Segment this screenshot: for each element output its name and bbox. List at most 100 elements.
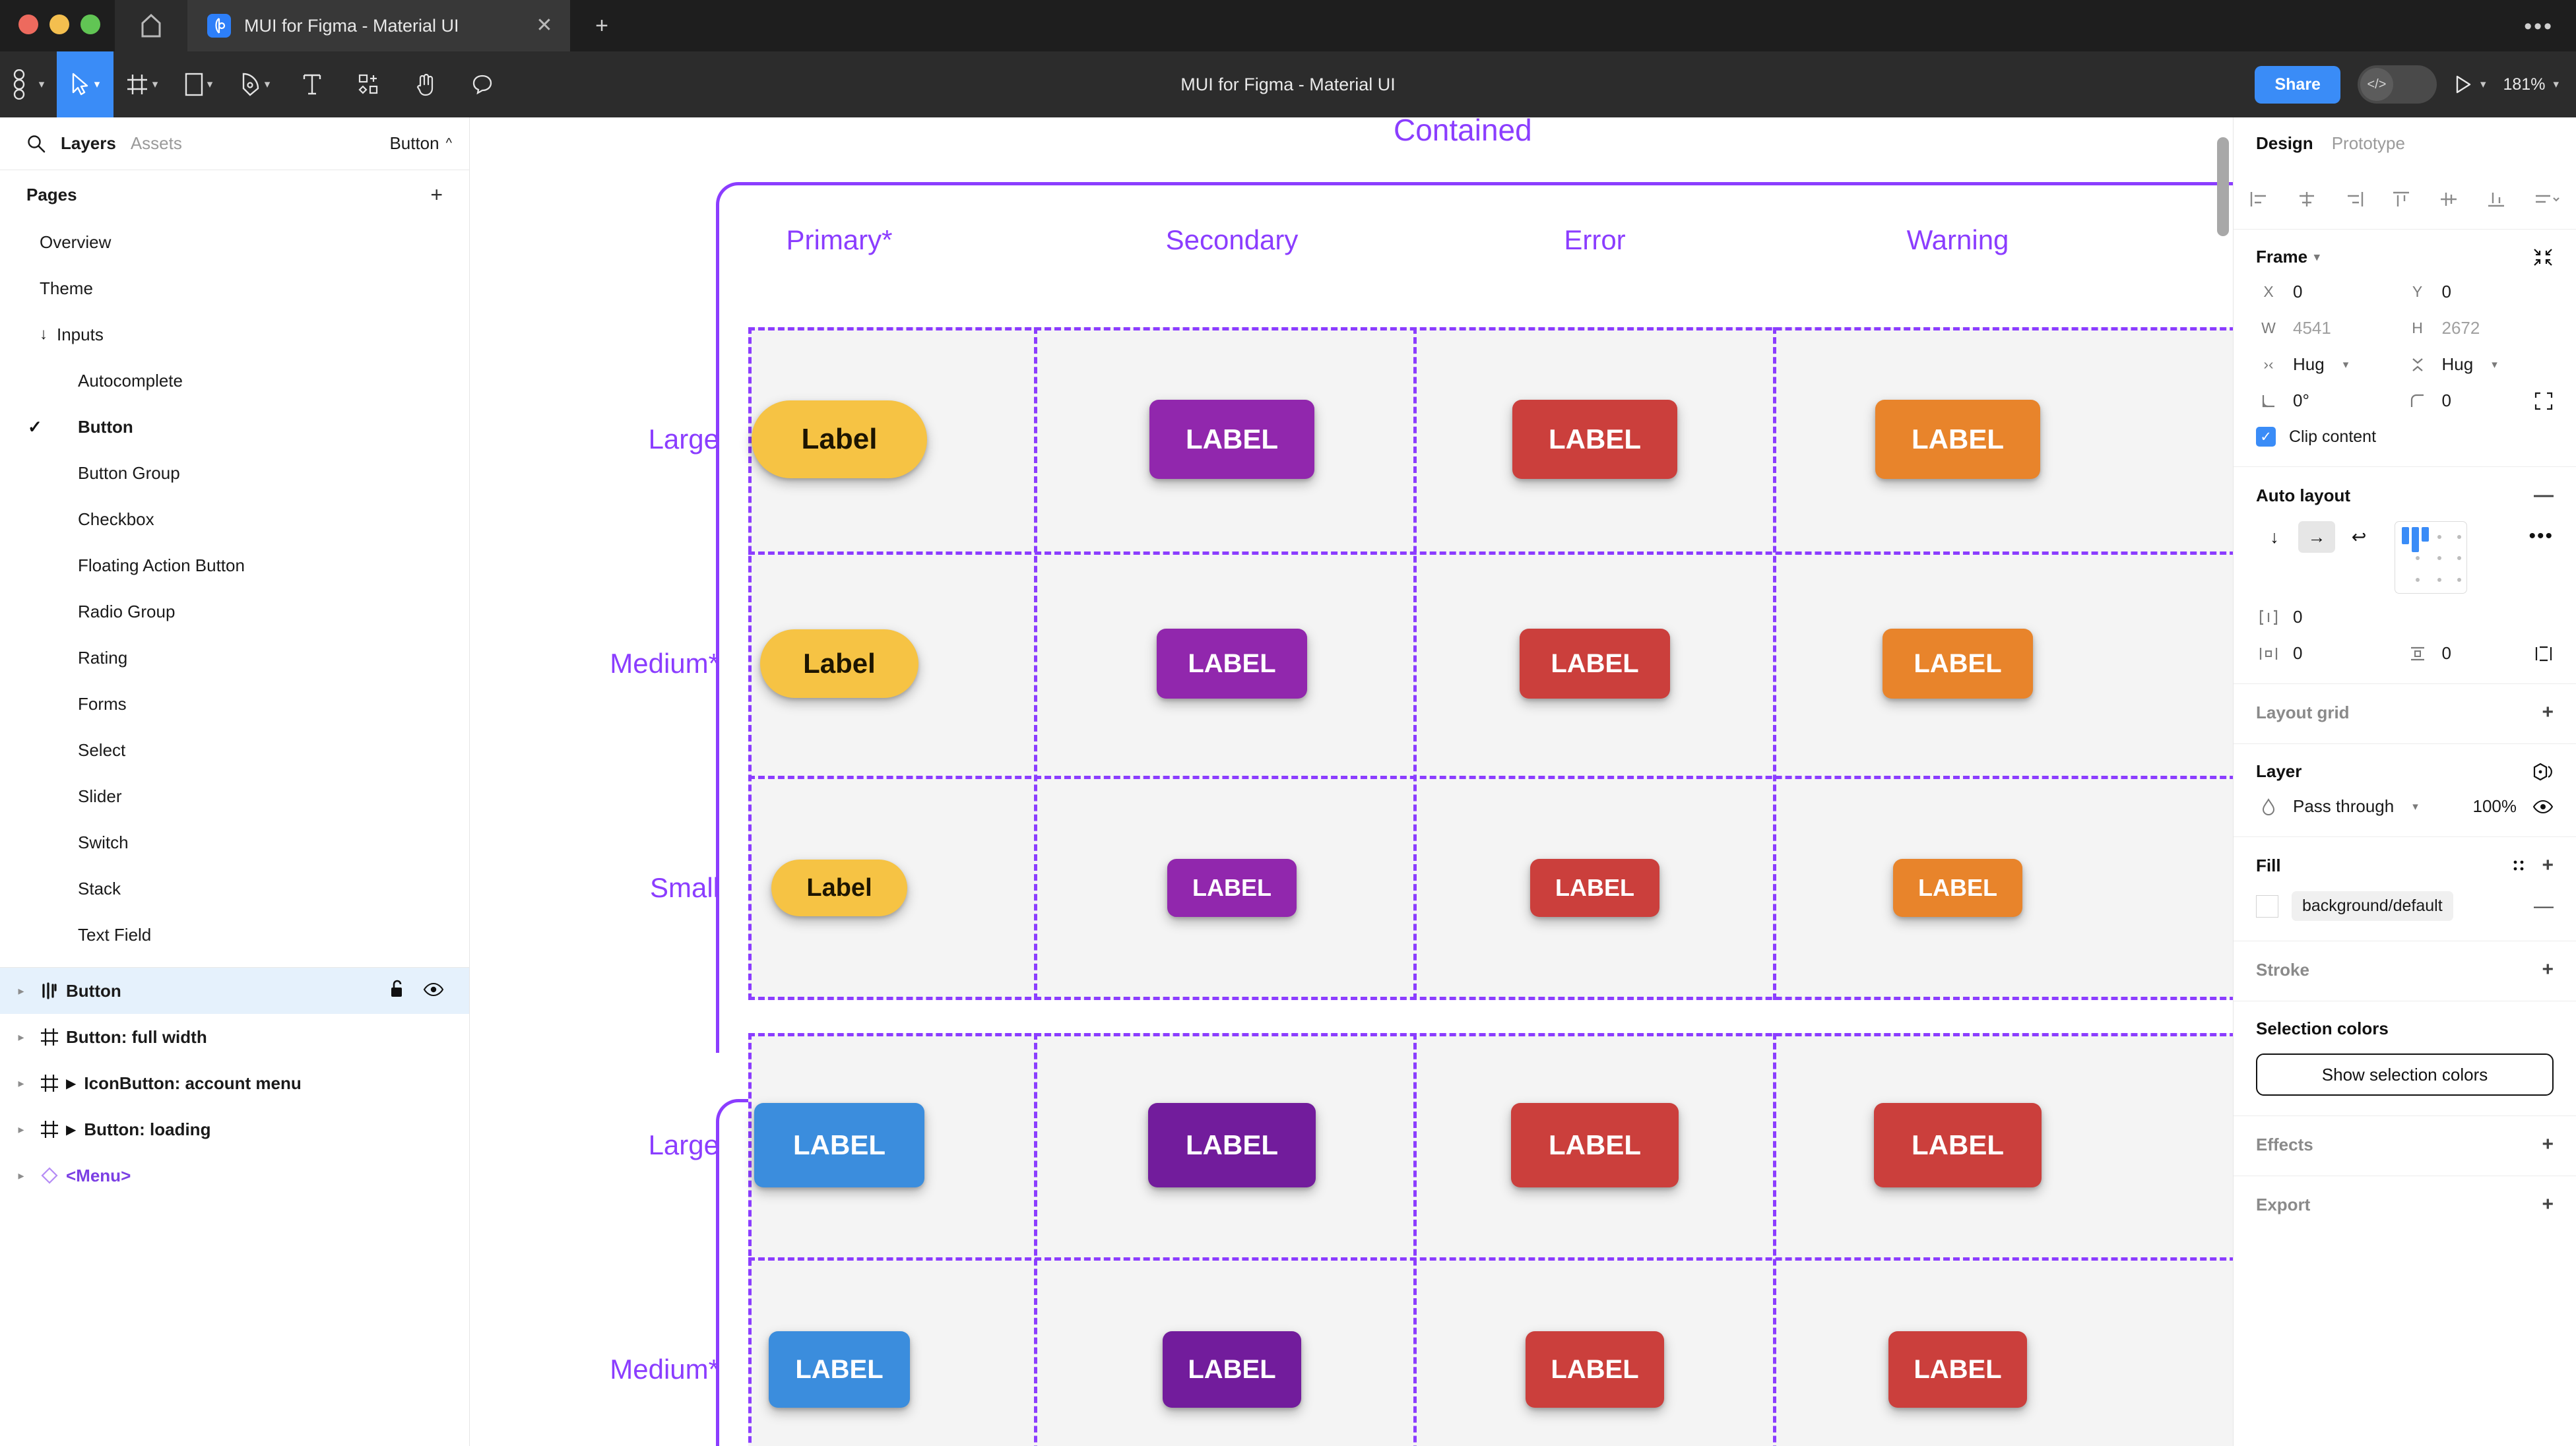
variant-button[interactable]: LABEL [1148,1103,1316,1187]
layer-collapsed-triangle-icon[interactable]: ▶ [66,1122,77,1137]
rotation-field[interactable]: 0° [2256,391,2405,411]
dev-mode-toggle[interactable]: </> [2357,65,2437,104]
page-item-floating-action-button[interactable]: Floating Action Button [0,542,469,588]
chevron-down-icon[interactable]: ▾ [2314,250,2320,263]
variant-button[interactable]: LABEL [1149,400,1314,479]
auto-layout-more-menu[interactable]: ••• [2528,525,2554,547]
add-export-button[interactable]: + [2542,1193,2554,1215]
canvas-scrollbar[interactable] [2217,137,2229,236]
present-button[interactable]: ▾ [2454,75,2486,94]
window-overflow-menu-icon[interactable]: ••• [2524,14,2554,39]
page-item-theme[interactable]: Theme [0,265,469,311]
variant-button[interactable]: LABEL [1526,1331,1664,1408]
tab-design[interactable]: Design [2256,133,2313,153]
page-item-button[interactable]: ✓Button [0,404,469,450]
horizontal-resizing-select[interactable]: ›‹ Hug ▾ [2256,354,2405,375]
add-fill-button[interactable]: + [2542,854,2554,876]
variant-button[interactable]: LABEL [754,1103,924,1187]
page-item-rating[interactable]: Rating [0,635,469,681]
layer-expand-caret-icon[interactable]: ▸ [18,1122,24,1136]
layer-row[interactable]: ▸▶Button: loading [0,1106,469,1152]
home-button[interactable] [115,0,187,51]
page-item-checkbox[interactable]: Checkbox [0,496,469,542]
shape-rectangle-icon[interactable]: ▾ [170,51,227,117]
layer-styles-icon[interactable] [2532,762,2554,782]
text-icon[interactable] [284,51,340,117]
frame-icon[interactable]: ▾ [113,51,170,117]
variant-button[interactable]: LABEL [1511,1103,1679,1187]
x-field[interactable]: X 0 [2256,282,2405,302]
page-item-overview[interactable]: Overview [0,219,469,265]
variant-button[interactable]: LABEL [1520,629,1670,699]
minimize-window-button[interactable] [49,15,69,34]
page-item-button-group[interactable]: Button Group [0,450,469,496]
variant-button[interactable]: LABEL [1883,629,2033,699]
opacity-field[interactable]: 100% [2464,796,2554,817]
variant-button[interactable]: LABEL [1157,629,1307,699]
independent-corners-icon[interactable] [2534,391,2554,411]
layer-row[interactable]: ▸Button: full width [0,1014,469,1060]
tab-layers[interactable]: Layers [61,133,116,153]
page-item-inputs[interactable]: ↓Inputs [0,311,469,358]
page-item-forms[interactable]: Forms [0,681,469,727]
add-layout-grid-button[interactable]: + [2542,701,2554,723]
zoom-level-menu[interactable]: 181% ▾ [2503,75,2560,94]
new-tab-button[interactable]: + [595,13,608,38]
direction-vertical-icon[interactable]: ↓ [2270,526,2279,547]
layer-row[interactable]: ▸Button [0,968,469,1014]
fill-style-name[interactable]: background/default [2292,891,2453,921]
clip-content-row[interactable]: ✓ Clip content [2256,427,2554,447]
distribute-menu-icon[interactable] [2534,191,2560,208]
layer-row[interactable]: ▸<Menu> [0,1152,469,1199]
blend-mode-select[interactable]: Pass through ▾ [2256,796,2464,817]
tab-prototype[interactable]: Prototype [2331,133,2405,153]
width-field[interactable]: W 4541 [2256,318,2405,338]
add-effect-button[interactable]: + [2542,1133,2554,1155]
container-frame-label[interactable]: Contained [1394,117,1532,147]
page-item-text-field[interactable]: Text Field [0,912,469,958]
individual-padding-icon[interactable] [2534,645,2554,662]
direction-horizontal-icon[interactable]: → [2298,521,2335,553]
align-top-icon[interactable] [2391,191,2411,208]
hand-icon[interactable] [397,51,454,117]
show-selection-colors-button[interactable]: Show selection colors [2256,1053,2554,1096]
align-horizontal-center-icon[interactable] [2297,191,2317,208]
variant-button[interactable]: LABEL [1874,1103,2042,1187]
close-window-button[interactable] [18,15,38,34]
page-item-autocomplete[interactable]: Autocomplete [0,358,469,404]
move-cursor-icon[interactable]: ▾ [57,51,113,117]
y-field[interactable]: Y 0 [2405,282,2554,302]
share-button[interactable]: Share [2255,65,2340,104]
align-left-icon[interactable] [2249,191,2269,208]
layer-expand-caret-icon[interactable]: ▸ [18,1168,24,1182]
page-item-select[interactable]: Select [0,727,469,773]
remove-fill-button[interactable]: — [2534,895,2554,917]
vertical-resizing-select[interactable]: Hug ▾ [2405,354,2554,375]
search-icon[interactable] [26,134,46,154]
remove-auto-layout-button[interactable]: — [2534,484,2554,506]
direction-wrap-icon[interactable]: ↩ [2351,526,2367,547]
variant-button[interactable]: LABEL [1167,859,1297,917]
window-controls[interactable] [0,15,115,51]
maximize-window-button[interactable] [80,15,100,34]
layer-collapsed-triangle-icon[interactable]: ▶ [66,1076,77,1091]
variant-button[interactable]: LABEL [1512,400,1677,479]
tab-assets[interactable]: Assets [130,133,182,153]
variant-button[interactable]: Label [760,629,918,698]
page-item-slider[interactable]: Slider [0,773,469,819]
variant-button[interactable]: LABEL [769,1331,910,1408]
variant-button[interactable]: Label [752,400,927,478]
layer-row[interactable]: ▸▶IconButton: account menu [0,1060,469,1106]
clip-content-checkbox[interactable]: ✓ [2256,427,2276,447]
expand-arrow-icon[interactable]: ↓ [40,325,48,343]
resize-to-fit-icon[interactable] [2532,247,2554,267]
variant-button[interactable]: Label [771,860,907,916]
corner-radius-field[interactable]: 0 [2405,391,2524,411]
vertical-padding-field[interactable]: 0 [2405,643,2524,664]
align-right-icon[interactable] [2344,191,2364,208]
add-stroke-button[interactable]: + [2542,959,2554,980]
comment-icon[interactable] [454,51,511,117]
fill-styles-icon[interactable] [2510,857,2527,874]
browser-tab[interactable]: MUI for Figma - Material UI ✕ [187,0,570,51]
